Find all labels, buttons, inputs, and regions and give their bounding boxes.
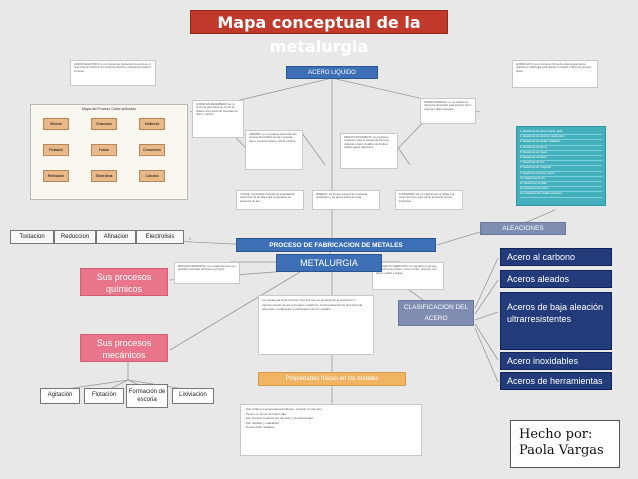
alloy-item: 5. Aleaciones de níquel xyxy=(520,151,602,157)
alloy-item: 13. Aleaciones de metales preciosos xyxy=(520,192,602,198)
note-metales-no-ferrosos: METALES NO FERROSOS: son aquellos en los… xyxy=(372,262,444,290)
step-afinacion: Afinacion xyxy=(96,230,136,244)
note-fundentes: FUNDENTES: Es un material que se añade a… xyxy=(395,190,463,210)
note-horno-reverbero: HORNO DE REVERBERO: Es un horno de gran … xyxy=(192,100,244,138)
note-horno-electrico: HORNO ELECTRICO: en un método de producc… xyxy=(70,60,156,86)
note-metales-ferrosos: METALES FERROSOS: Los metales ferrosos s… xyxy=(174,262,240,284)
mech-step-flotacion: Flotación xyxy=(84,388,124,404)
flowchart-title: Mapa del Proceso Cobre sulfurado xyxy=(81,107,137,111)
alloy-item: 8. Aleaciones de magnesio xyxy=(520,166,602,172)
note-metalurgia-definicion: La metalurgia es la ciencia y técnica qu… xyxy=(258,295,374,355)
flowchart-node: Flotación xyxy=(43,144,69,156)
alloy-item: 7. Aleaciones de zinc xyxy=(520,161,602,167)
note-coque: COQUE: combustible obtenido de la destil… xyxy=(236,190,304,210)
node-aleaciones: ALEACIONES xyxy=(480,222,566,235)
note-horno-especial: HORNO ESPECIAL: es un sistema de refinac… xyxy=(420,98,476,124)
alloy-item: 3. Aleaciones de estaño: soldadura xyxy=(520,140,602,146)
note-arrabio: ARRABIO: es un producto intermedio del p… xyxy=(245,130,303,170)
flowchart-node: Refinación xyxy=(43,170,69,182)
step-electrolisis: Electrolisis xyxy=(136,230,184,244)
alloy-item: 2. Aleaciones de aluminio: duraluminio xyxy=(520,135,602,141)
alloy-item: 12. Aleaciones de cromo xyxy=(520,187,602,193)
steel-type-aleados: Aceros aleados xyxy=(500,270,612,288)
steel-type-herramientas: Aceros de herramientas xyxy=(500,372,612,390)
node-procesos-quimicos: Sus procesos químicos xyxy=(80,268,168,296)
steel-type-carbono: Acero al carbono xyxy=(500,248,612,266)
author-credit: Hecho por: Paola Vargas xyxy=(510,420,620,468)
steel-type-inoxidables: Acero inoxidables xyxy=(500,352,612,370)
alloy-item: 1. Aleaciones de cobre: bronce, latón xyxy=(520,130,602,136)
flowchart-node: Conversión xyxy=(139,144,165,156)
note-propiedades-lista: - Son sólidos a temperatura ambiente, ex… xyxy=(240,404,422,456)
mech-step-formacion-escoria: Formación de escoria xyxy=(126,384,168,408)
alloy-item: 4. Aleaciones de plomo xyxy=(520,146,602,151)
flowchart-node: Molienda xyxy=(139,118,165,130)
alloy-item: 11. Aleaciones de plata xyxy=(520,182,602,188)
alloy-item: 6. Aleaciones de titanio xyxy=(520,156,602,162)
mech-step-lixiviacion: Lixiviación xyxy=(172,388,214,404)
note-horno-alto: HORNO ALTO: es un horno en forma de cuba… xyxy=(512,60,598,88)
steel-type-baja-aleacion: Aceros de baja aleación ultrarresistente… xyxy=(500,292,612,350)
node-acero-liquido: ACERO LIQUIDO xyxy=(286,66,378,79)
note-reduccion-directa: REDUCCION DIRECTA: es el proceso mediant… xyxy=(340,133,398,169)
node-procesos-mecanicos: Sus procesos mecánicos xyxy=(80,334,168,362)
alloy-item: 9. Aleaciones de hierro: acero xyxy=(520,172,602,177)
copper-process-flowchart: Mapa del Proceso Cobre sulfurado Mineral… xyxy=(30,104,188,200)
node-metalurgia: METALURGIA xyxy=(276,254,382,272)
alloy-item: 10. Aleaciones de oro xyxy=(520,177,602,183)
flowchart-node: Mineral xyxy=(43,118,69,130)
flowchart-node: Fusión xyxy=(91,144,117,156)
node-propiedades-fisicas: Propiedades físicas en los metales xyxy=(258,372,406,386)
note-mineral: MINERAL: Es la base mineral de la indust… xyxy=(312,190,380,210)
flowchart-node: Cátodos xyxy=(139,170,165,182)
node-clasificacion-acero: CLASIFICACION DEL ACERO xyxy=(398,300,474,326)
step-tostacion: Tostacion xyxy=(10,230,54,244)
node-proceso-fabricacion: PROCESO DE FABRICACION DE METALES xyxy=(236,238,436,252)
flowchart-node: Electrólisis xyxy=(91,170,117,182)
page-title: Mapa conceptual de la metalurgia xyxy=(190,10,448,56)
step-reduccion: Reduccion xyxy=(54,230,96,244)
mech-step-agitacion: Agitación xyxy=(40,388,80,404)
flowchart-node: Chancado xyxy=(91,118,117,130)
